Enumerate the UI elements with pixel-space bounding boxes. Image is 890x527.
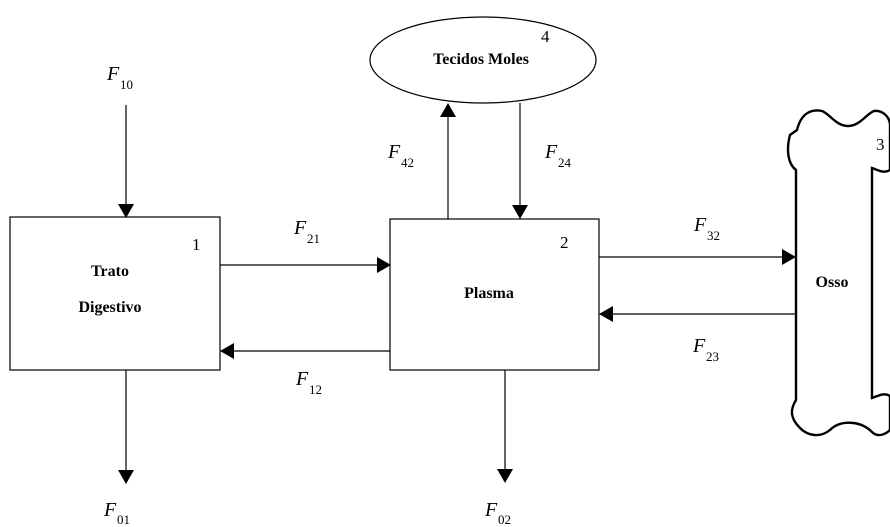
trato-number: 1 [192,235,201,254]
compartment-osso: Osso 3 [786,109,890,437]
flow-label-f21: F 21 [293,217,320,246]
plasma-number: 2 [560,233,569,252]
flow-f01-sub: 01 [117,512,130,527]
flow-f01-symbol: F [103,499,117,521]
flow-f12-sub: 12 [309,382,322,397]
flow-f42-sub: 42 [401,155,414,170]
tecidos-number: 4 [541,27,550,46]
flow-f24-symbol: F [544,141,558,163]
flow-f32-symbol: F [693,214,707,236]
flow-label-f23: F 23 [692,335,719,364]
flow-f21-symbol: F [293,217,307,239]
flow-f10-sub: 10 [120,77,133,92]
compartment-plasma: Plasma 2 [389,218,600,371]
flow-f12-symbol: F [295,368,309,390]
flow-label-f01: F 01 [103,499,130,527]
flow-f42-symbol: F [387,141,401,163]
osso-label: Osso [816,274,849,291]
flow-f02-sub: 02 [498,512,511,527]
flow-f32-sub: 32 [707,228,720,243]
trato-label-line1: Trato [91,263,129,280]
trato-label-line2: Digestivo [78,299,141,316]
compartment-tecidos-moles: Tecidos Moles 4 [369,16,597,104]
flow-f24-sub: 24 [558,155,572,170]
flow-label-f10: F 10 [106,63,133,92]
flow-label-f02: F 02 [484,499,511,527]
flow-f23-symbol: F [692,335,706,357]
flow-label-f12: F 12 [295,368,322,397]
osso-number: 3 [876,135,885,154]
flow-label-f42: F 42 [387,141,414,170]
flow-f23-sub: 23 [706,349,719,364]
flow-f21-sub: 21 [307,231,320,246]
flow-label-f24: F 24 [544,141,572,170]
plasma-label: Plasma [464,285,514,302]
flow-f10-symbol: F [106,63,120,85]
compartment-trato-digestivo: Trato Digestivo 1 [9,216,221,371]
flow-label-f32: F 32 [693,214,720,243]
tecidos-label: Tecidos Moles [433,51,529,68]
flow-f02-symbol: F [484,499,498,521]
